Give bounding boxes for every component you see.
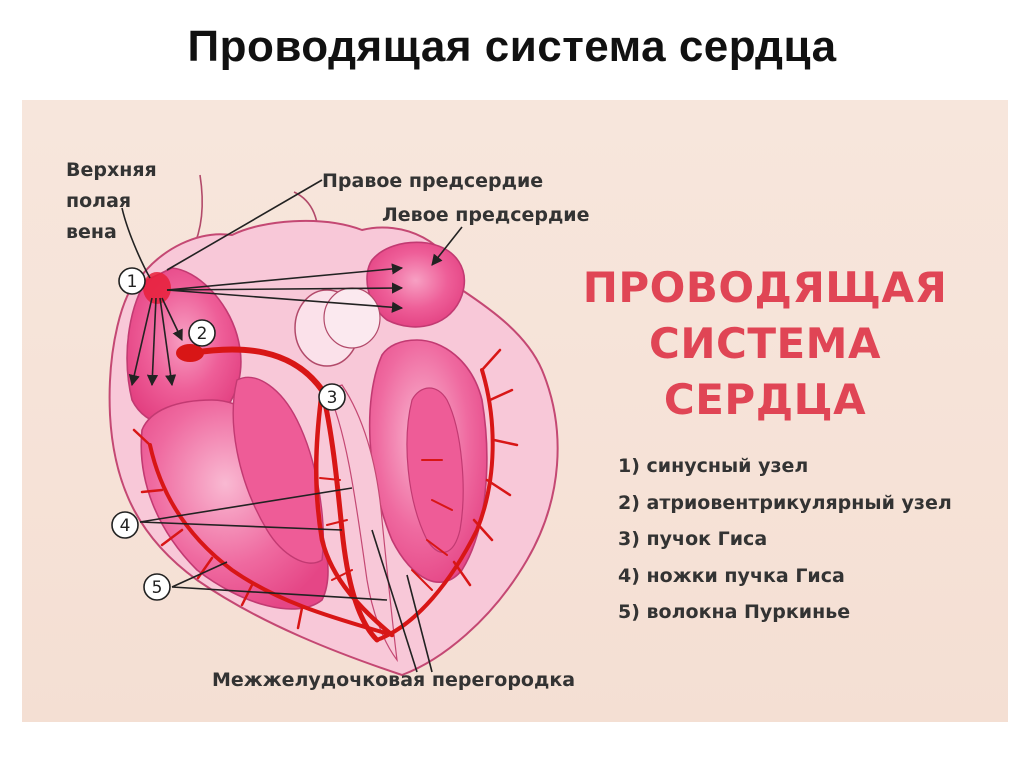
left-atrium-shape (366, 241, 466, 328)
marker-3-text: 3 (327, 388, 338, 408)
marker-numbers: 1 2 3 4 5 (120, 272, 338, 598)
leader-lines (121, 179, 463, 673)
legend-item-2: 2) атриовентрикулярный узел (618, 491, 952, 514)
legend-item-4: 4) ножки пучка Гиса (618, 564, 845, 587)
diagram-panel: 1 2 3 4 5 Верхняя полая вена Правое пред… (22, 100, 1008, 722)
marker-1 (118, 267, 146, 295)
marker-4-text: 4 (120, 516, 131, 536)
leader-septum (406, 574, 433, 673)
right-bundle-branch (314, 387, 395, 638)
slide-title: Проводящая система сердца (187, 22, 837, 71)
markers (111, 267, 346, 601)
diagram-title-line-1: ПРОВОДЯЩАЯ (582, 263, 948, 312)
legend: 1) синусный узел 2) атриовентрикулярный … (618, 455, 952, 638)
his-bundle (189, 346, 325, 393)
leader-right-atrium (166, 179, 323, 271)
marker-1-text: 1 (127, 272, 138, 292)
marker-2 (188, 319, 216, 347)
leader-5 (171, 561, 228, 588)
heart-illustration: 1 2 3 4 5 (108, 174, 559, 677)
sa-arrow (161, 297, 183, 342)
sa-arrow (146, 297, 159, 387)
sa-arrow (128, 297, 153, 387)
left-ventricle-inner (406, 387, 464, 553)
leader-left-atrium (431, 226, 463, 266)
sa-arrow (166, 289, 404, 313)
sa-arrow (166, 263, 404, 291)
purkinje-fibers (132, 428, 304, 630)
septum-shape (326, 384, 398, 663)
ventricle-inner (232, 376, 324, 564)
sa-node (143, 272, 171, 304)
sa-arrow (159, 297, 177, 387)
legend-item-1: 1) синусный узел (618, 455, 809, 477)
legend-item-3: 3) пучок Гиса (618, 528, 768, 550)
marker-3 (318, 383, 346, 411)
leader-septum (371, 529, 418, 673)
diagram-title: ПРОВОДЯЩАЯ СИСТЕМА СЕРДЦА (555, 260, 975, 428)
marker-2-text: 2 (197, 324, 208, 344)
leader-4 (139, 487, 353, 523)
purkinje-fibers (148, 443, 394, 637)
marker-5-text: 5 (152, 578, 163, 598)
label-left-atrium: Левое предсердие (382, 204, 590, 226)
leader-5 (171, 586, 388, 601)
label-right-atrium: Правое предсердие (322, 170, 544, 192)
purkinje-fibers (375, 368, 495, 642)
legend-item-5: 5) волокна Пуркинье (618, 601, 851, 623)
label-vena-cava: Верхняя полая вена (66, 159, 157, 243)
valve-ring (323, 287, 381, 349)
diagram-title-line-2: СИСТЕМА СЕРДЦА (649, 319, 881, 424)
sa-arrow (166, 282, 404, 294)
leader-4 (139, 521, 343, 531)
leader-vena-cava (121, 207, 151, 279)
purkinje-fibers (319, 459, 453, 591)
label-septum: Межжелудочковая перегородка (212, 669, 576, 691)
purkinje-fibers (452, 348, 519, 587)
marker-5 (143, 573, 171, 601)
marker-4 (111, 511, 139, 539)
